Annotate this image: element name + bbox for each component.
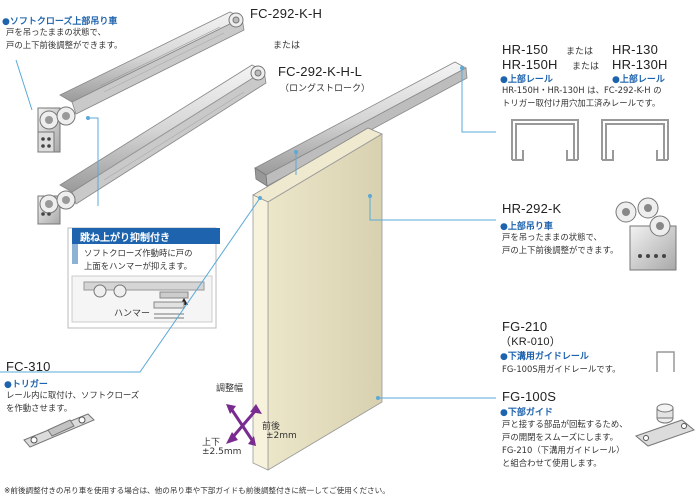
bounce-title: 跳ね上がり抑制付き [80,233,170,244]
adjust-front-back: 前後 [262,422,281,432]
hr130-code: HR-130 [612,42,658,57]
fc310-desc-line-1: レール内に取付け、ソフトクローズ [6,390,140,400]
fc310-desc: レール内に取付け、ソフトクローズ を作動させます。 [6,389,139,415]
fg100s-desc-line-1: 戸と接する部品が回転するため、 [502,419,628,429]
bounce-desc-line-1: ソフトクローズ作動時に戸の [84,248,193,258]
fc292kh-roller-illustration [37,11,245,153]
fc292khl-roller-illustration [37,64,267,225]
hr292k-roller-illustration [615,197,677,271]
fc310-trigger-illustration [23,413,95,448]
hr150-desc-line-2: トリガー取付け用穴加工済みレールです。 [502,98,661,108]
hr130-tag: ●上部レール [612,75,665,85]
hr150-tag: ●上部レール [500,75,553,85]
hr292k-desc: 戸を吊ったままの状態で、 戸の上下前後調整ができます。 [502,231,618,257]
bounce-desc-line-2: 上面をハンマーが抑えます。 [84,261,193,271]
hr150h-code: HR-150H [502,57,558,72]
fg100s-desc-line-3: FG-210（下溝用ガイドレール） [502,445,625,455]
bounce-desc: ソフトクローズ作動時に戸の 上面をハンマーが抑えます。 [84,247,192,273]
fc292khl-code: FC-292-K-H-L [278,64,363,79]
top-rail-illustration [254,61,468,187]
fg100s-desc-line-2: 戸の開閉をスムーズにします。 [502,432,618,442]
fg100s-desc: 戸と接する部品が回転するため、 戸の開閉をスムーズにします。 FG-210（下溝… [502,418,628,470]
fc310-tag: ●トリガー [4,380,48,390]
hr150-or-a: または [566,47,594,57]
fg210-tag: ●下溝用ガイドレール [500,352,589,362]
left-top-tag: ●ソフトクローズ上部吊り車 [2,17,118,27]
hr292k-tag: ●上部吊り車 [500,222,553,232]
hr150-desc: HR-150H・HR-130H は、FC-292-K-H の トリガー取付け用穴… [502,84,662,110]
left-top-desc: 戸を吊ったままの状態で、 戸の上下前後調整ができます。 [6,26,122,52]
fc292khl-sub: （ロングストローク） [280,84,371,94]
hr130h-code: HR-130H [612,57,668,72]
fc310-code: FC-310 [6,359,51,374]
fc310-desc-line-2: を作動させます。 [6,403,73,413]
adjust-front-back-val: ±2mm [266,431,297,441]
hr292k-code: HR-292-K [502,201,562,216]
fg210-desc: FG-100S用ガイドレールです。 [502,364,621,374]
leader-lines [0,66,496,400]
fg100s-guide-illustration [635,403,695,447]
adjust-title: 調整幅 [216,384,244,394]
fg100s-desc-line-4: と組合わせて使用します。 [502,458,602,468]
left-top-leader [15,59,33,111]
hr292k-desc-line-1: 戸を吊ったままの状態で、 [502,232,602,242]
hr150-desc-line-1: HR-150H・HR-130H は、FC-292-K-H の [502,85,662,95]
footnote: ※前後調整付きの吊り車を使用する場合は、他の吊り車や下部ガイドも前後調整付きに統… [4,486,390,495]
fg210-sub: （KR-010） [500,336,561,348]
adjust-up-down: 上下 [202,438,221,448]
hr150-profile-illustration [511,119,579,161]
fg100s-code: FG-100S [502,389,557,404]
hr292k-desc-line-2: 戸の上下前後調整ができます。 [502,245,619,255]
bounce-inset [67,227,220,329]
adjust-arrows [226,404,262,446]
adjust-up-down-val: ±2.5mm [202,447,242,457]
left-top-desc-line-2: 戸の上下前後調整ができます。 [6,40,123,50]
bounce-hammer-label: ハンマー [114,309,151,319]
door-illustration [252,127,383,471]
fg100s-tag: ●下部ガイド [500,408,553,418]
hr130-profile-illustration [601,119,669,161]
left-top-desc-line-1: 戸を吊ったままの状態で、 [6,27,106,37]
fc292kh-or: または [273,41,301,51]
fg210-code: FG-210 [502,319,548,334]
hr150-code: HR-150 [502,42,548,57]
hr150-or-b: または [572,62,600,72]
fg210-rail-illustration [656,351,675,372]
fc292kh-code: FC-292-K-H [250,6,323,21]
